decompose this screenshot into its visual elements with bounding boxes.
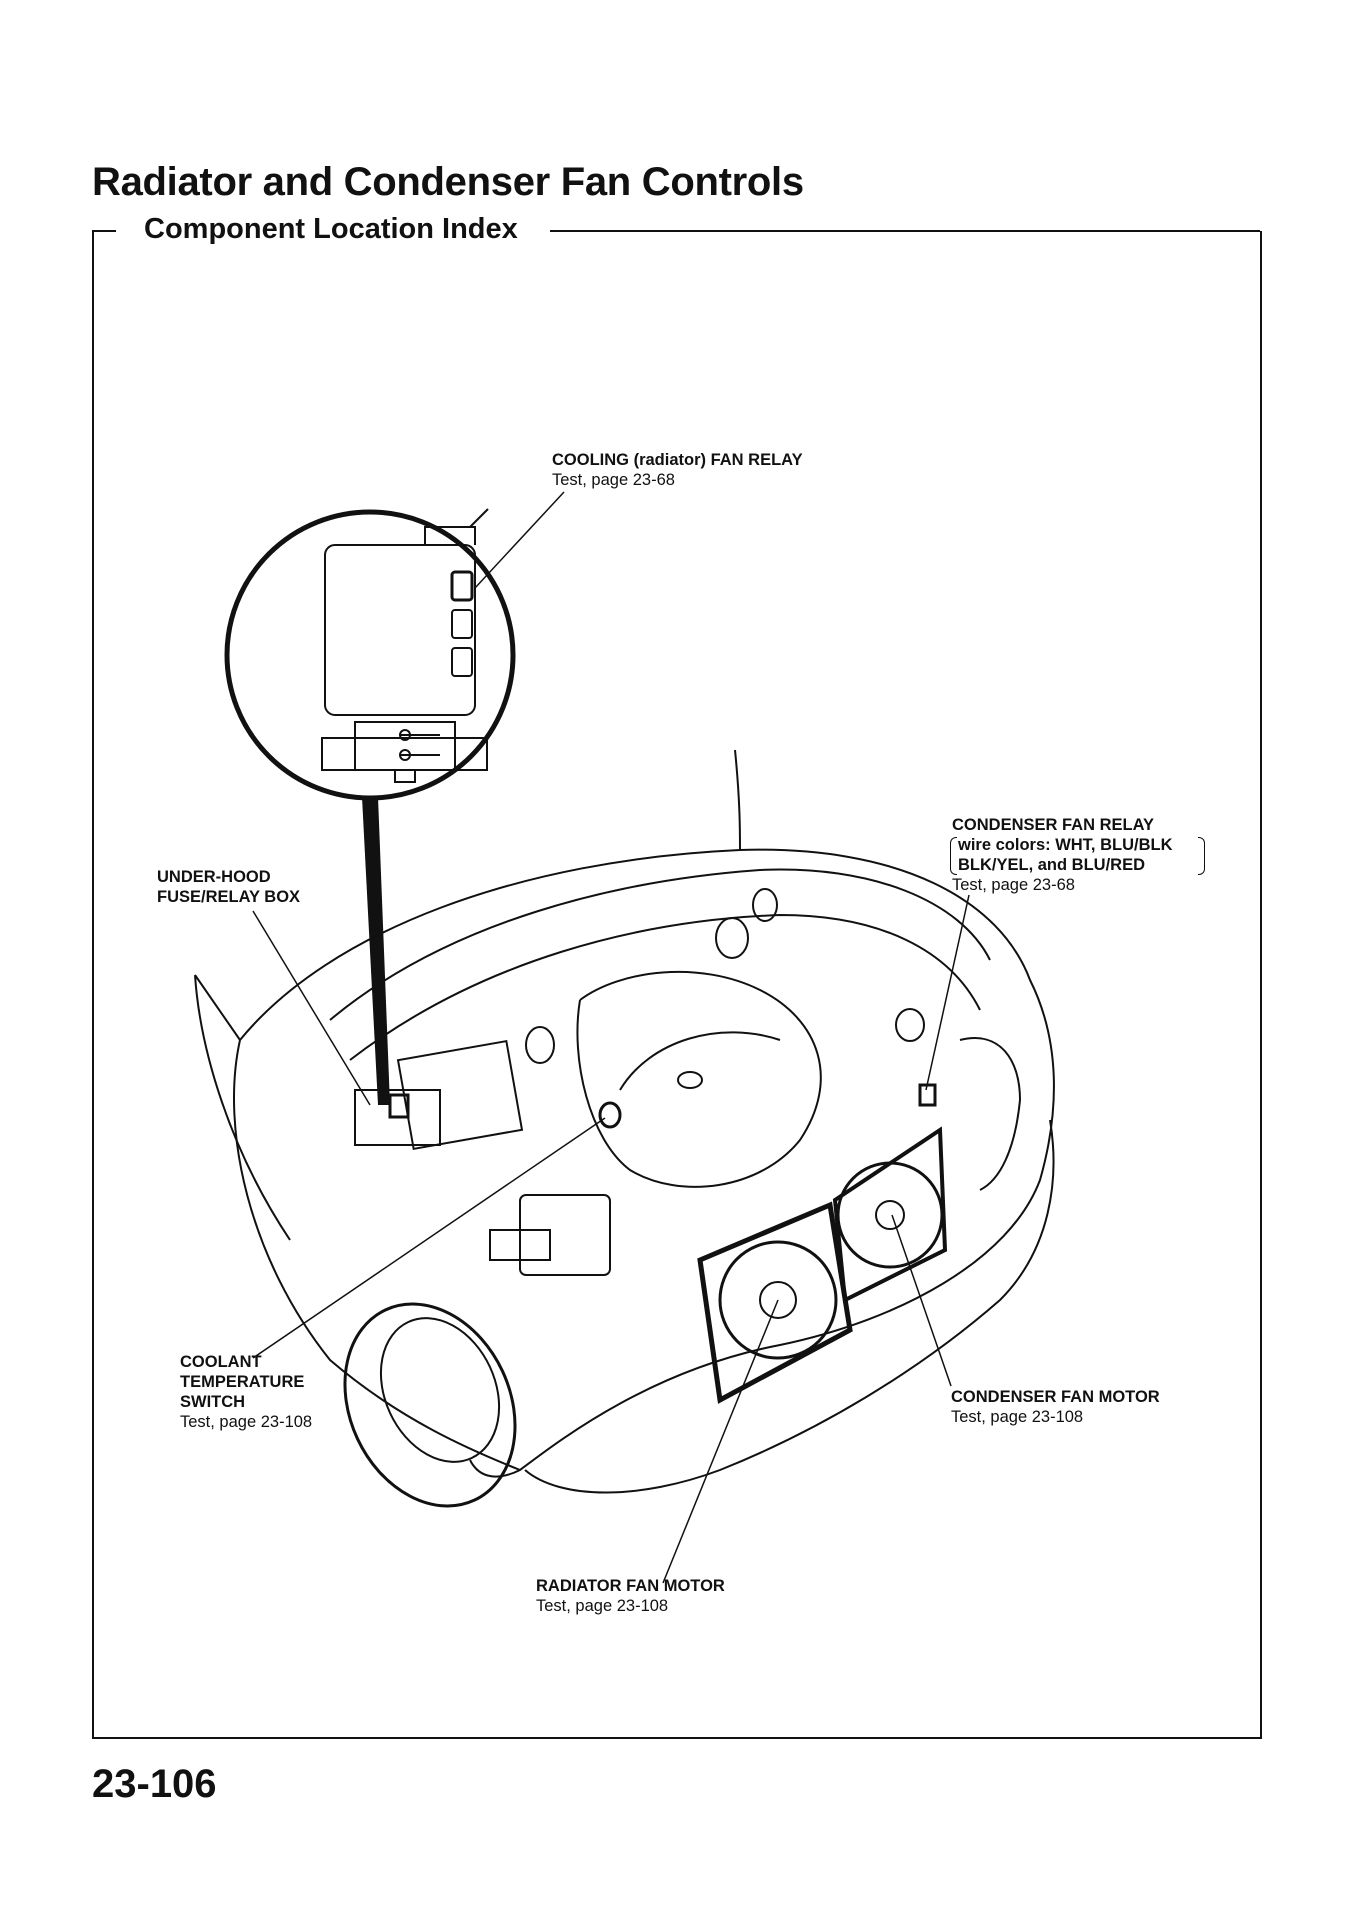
- label-condenser-fan-relay: CONDENSER FAN RELAY wire colors: WHT, BL…: [950, 815, 1205, 895]
- leader-cooling-relay: [474, 491, 565, 589]
- bracket-left: [950, 837, 957, 875]
- diagram-frame: [92, 231, 1262, 1739]
- leader-condenser-relay: [925, 894, 970, 1091]
- label-cooling-fan-relay: COOLING (radiator) FAN RELAY Test, page …: [552, 451, 803, 489]
- leader-coolant-switch: [252, 1117, 606, 1359]
- leader-condenser-motor: [891, 1214, 952, 1387]
- frame-top-left: [92, 230, 116, 232]
- label-radiator-fan-motor: RADIATOR FAN MOTOR Test, page 23-108: [536, 1577, 725, 1615]
- fuse-box-inset: [224, 508, 516, 801]
- inset-pointer: [362, 797, 390, 1105]
- section-title: Component Location Index: [130, 213, 532, 246]
- leader-underhood-box: [252, 910, 371, 1106]
- frame-top-right: [550, 230, 1260, 232]
- label-condenser-fan-motor: CONDENSER FAN MOTOR Test, page 23-108: [951, 1388, 1160, 1426]
- leader-lines: [252, 491, 970, 1584]
- car-body: [194, 749, 1055, 1508]
- bracket-right: [1198, 837, 1205, 875]
- page-number: 23-106: [92, 1762, 217, 1806]
- engine-components: [354, 888, 937, 1276]
- label-underhood-fuse-box: UNDER-HOOD FUSE/RELAY BOX: [157, 868, 301, 906]
- label-coolant-temp-switch: COOLANT TEMPERATURE SWITCH Test, page 23…: [180, 1353, 313, 1431]
- fan-assemblies: [697, 1126, 948, 1404]
- page-title: Radiator and Condenser Fan Controls: [92, 160, 804, 204]
- leader-radiator-motor: [662, 1299, 779, 1584]
